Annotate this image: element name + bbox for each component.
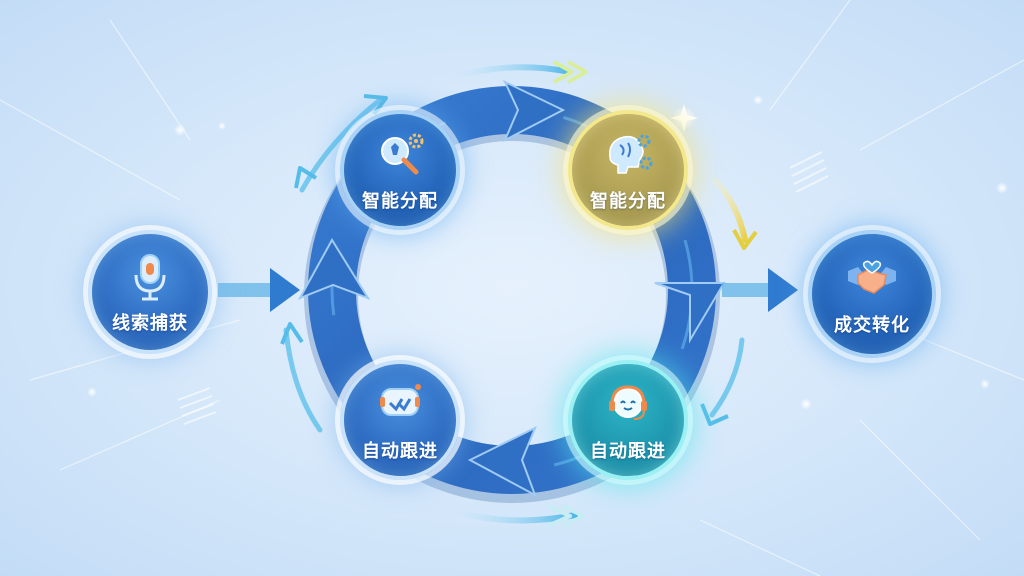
arrowhead-top [502,79,566,143]
sparkle-icon [670,104,698,132]
headset-bot-icon [609,385,647,420]
chat-check-icon [380,384,421,416]
outer-flow-chevrons [280,60,758,528]
node-smart-assign-right[interactable]: 智能分配 [568,110,688,230]
node-label: 线索捕获 [112,313,188,334]
connector-out [722,268,798,312]
node-auto-followup-left[interactable]: 自动跟进 [340,360,460,480]
arrowhead-right [654,282,726,344]
node-lead-capture[interactable]: 线索捕获 [88,230,212,354]
ring-arrowheads [297,79,726,498]
node-conversion[interactable]: 成交转化 [808,230,936,358]
node-auto-followup-right[interactable]: 自动跟进 [568,360,688,480]
microphone-icon [134,254,166,301]
handshake-icon [848,260,896,294]
arrowhead-bottom [467,425,537,498]
background-dots [87,95,1008,410]
node-smart-assign-left[interactable]: 智能分配 [340,110,460,230]
outer-flow-arcs [283,64,748,524]
connector-in [218,268,300,312]
node-label: 自动跟进 [362,441,438,462]
node-label: 智能分配 [590,191,666,212]
arrowhead-left [297,238,371,300]
decor-stripes [177,151,829,425]
magnifier-gear-icon [381,133,424,175]
node-label: 自动跟进 [590,441,666,462]
brain-gear-icon [609,134,653,174]
node-label: 智能分配 [362,191,438,212]
node-label: 成交转化 [834,315,910,336]
